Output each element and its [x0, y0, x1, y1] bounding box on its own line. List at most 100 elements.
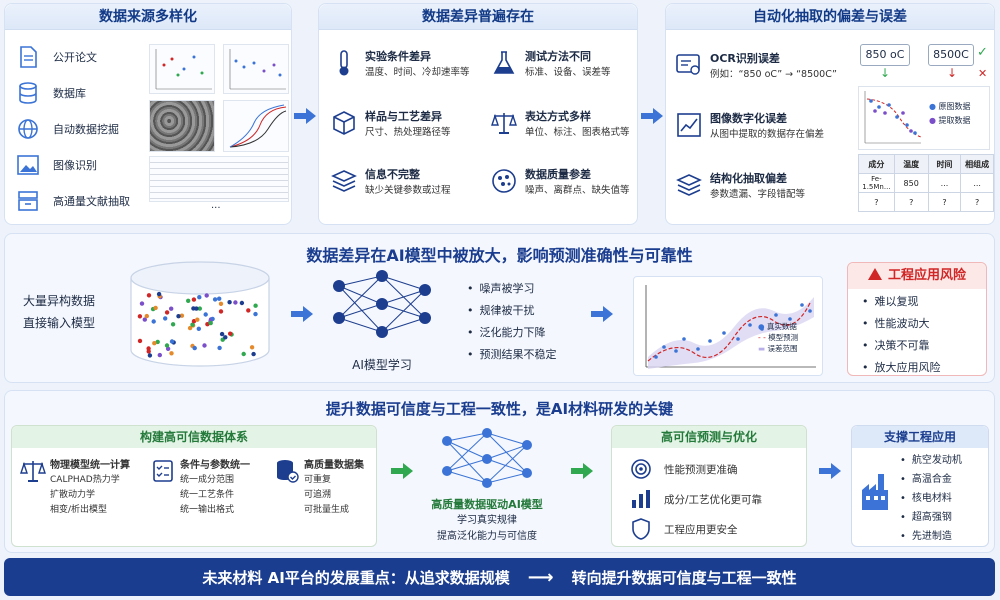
cross-icon: ✕ — [978, 67, 988, 80]
source-item: 自动数据挖掘 — [15, 116, 119, 142]
arrow-right-icon — [641, 108, 663, 124]
arrow-right-icon — [291, 306, 313, 322]
risk-item: 难以复现 — [862, 291, 986, 313]
item-title: 实验条件差异 — [365, 50, 431, 63]
data-dot — [203, 312, 208, 317]
data-dot — [155, 339, 160, 345]
item-title: 表达方式多样 — [525, 110, 591, 123]
data-source-panel: 数据来源多样化 公开论文 数据库 自动数据挖掘 图像识别 高通量文献抽取 ... — [4, 3, 292, 225]
data-dot — [176, 314, 181, 319]
data-dot — [218, 309, 224, 314]
data-dot — [197, 306, 202, 311]
item-desc: 例如：“850 oC” → “8500C” — [710, 69, 837, 80]
data-dot — [246, 308, 251, 313]
target-icon — [628, 456, 654, 482]
predict-item: 性能预测更准确 — [628, 456, 738, 482]
risk-item: 放大应用风险 — [862, 357, 986, 379]
item-title: 数据质量参差 — [525, 168, 591, 181]
more-ellipsis: ... — [211, 200, 221, 211]
data-difference-panel: 数据差异普遍存在 实验条件差异温度、时间、冷却速率等 测试方法不同标准、设备、误… — [318, 3, 638, 225]
data-dot — [217, 345, 222, 351]
difference-item: 信息不完整缺少关键参数或过程 — [331, 166, 451, 196]
data-dot — [157, 352, 162, 358]
risk-item: 性能波动大 — [862, 313, 986, 335]
legend-item: ● 原图数据 — [929, 102, 971, 111]
checklist-icon — [150, 458, 176, 484]
support-box: 支撑工程应用 航空发动机 高温合金 核电材料 超高强钢 先进制造 — [851, 425, 989, 547]
data-dot — [186, 298, 191, 303]
factory-icon — [862, 474, 888, 510]
source-label: 公开论文 — [53, 51, 97, 64]
data-dot — [137, 338, 143, 344]
arrow-right-icon — [294, 108, 316, 124]
extraction-item: 图像数字化误差从图中提取的数据存在偏差 — [676, 110, 824, 140]
data-dot — [194, 306, 199, 311]
data-cylinder — [130, 261, 270, 367]
support-item: 超高强钢 — [900, 508, 962, 527]
footer-banner: 未来材料 AI平台的发展重点：从追求数据规模 ⟶ 转向提升数据可信度与工程一致性 — [4, 558, 995, 596]
section-title: 提升数据可信度与工程一致性，是AI材料研发的关键 — [325, 400, 674, 418]
cube-icon — [331, 110, 357, 136]
data-dot — [219, 331, 225, 337]
data-dot — [144, 313, 149, 319]
data-dot — [253, 311, 258, 317]
source-item: 公开论文 — [15, 44, 97, 70]
data-dot — [217, 296, 222, 301]
flask-icon — [491, 50, 517, 76]
layers-icon — [331, 168, 357, 194]
source-label: 高通量文献抽取 — [53, 195, 130, 208]
item-desc: 从图中提取的数据存在偏差 — [710, 129, 825, 140]
data-dot — [164, 343, 170, 348]
item-title: 图像数字化误差 — [710, 112, 787, 125]
extraction-table: 成分温度时间相组成 Fe-1.5Mn...850...... ???? — [858, 154, 994, 212]
data-dot — [197, 295, 202, 300]
build-title: 构建高可信数据体系 — [12, 426, 376, 448]
data-dot — [218, 301, 224, 306]
ocr-correct-tag: 850 oC — [860, 44, 910, 66]
long-arrow-icon: ⟶ — [527, 566, 554, 588]
data-dot — [169, 351, 174, 356]
item-title: 结构化抽取偏差 — [710, 172, 787, 185]
legend-item: ● 真实数据 — [758, 322, 797, 331]
chart-thumbnail — [149, 44, 215, 94]
ocr-icon — [676, 52, 702, 78]
data-dot — [153, 305, 158, 311]
risk-title: 工程应用风险 — [848, 263, 986, 289]
build-col: 条件与参数统一统一成分范围统一工艺条件统一输出格式 — [150, 458, 250, 518]
ocr-wrong-tag: 8500C — [928, 44, 974, 66]
legend-item: - - 模型预测 — [758, 333, 799, 342]
extraction-item: OCR识别误差例如：“850 oC” → “8500C” — [676, 50, 837, 80]
database-check-icon — [274, 458, 300, 484]
item-title: 测试方法不同 — [525, 50, 591, 63]
data-dot — [249, 345, 255, 350]
table-thumbnail — [149, 156, 289, 202]
data-dot — [223, 335, 228, 340]
effect-item: 泛化能力下降 — [467, 322, 557, 344]
effect-item: 噪声被学习 — [467, 278, 557, 300]
item-desc: 单位、标注、图表格式等 — [525, 127, 630, 138]
chart-thumbnail — [223, 44, 289, 94]
predict-box: 高可信预测与优化 性能预测更准确 成分/工艺优化更可靠 工程应用更安全 — [611, 425, 807, 547]
database-icon — [15, 80, 41, 106]
data-dot — [146, 293, 152, 298]
difference-item: 数据质量参差噪声、离群点、缺失值等 — [491, 166, 630, 196]
data-dot — [147, 353, 153, 358]
neural-network-icon — [442, 428, 532, 488]
footer-left-text: 未来材料 AI平台的发展重点：从追求数据规模 — [202, 568, 510, 587]
data-dot — [187, 325, 193, 331]
source-label: 自动数据挖掘 — [53, 123, 119, 136]
dots-circle-icon — [491, 168, 517, 194]
data-dot — [253, 303, 258, 308]
scale-icon — [491, 110, 517, 136]
effects-list: 噪声被学习 规律被干扰 泛化能力下降 预测结果不稳定 — [467, 278, 557, 366]
support-item: 先进制造 — [900, 527, 962, 546]
data-dot — [151, 319, 156, 324]
scale-icon — [20, 458, 46, 484]
data-dot — [192, 345, 197, 351]
support-item: 高温合金 — [900, 470, 962, 489]
arrow-down-icon: ↓ — [947, 66, 958, 80]
check-icon: ✓ — [977, 45, 988, 60]
item-title: OCR识别误差 — [710, 52, 780, 65]
support-list: 航空发动机 高温合金 核电材料 超高强钢 先进制造 — [900, 451, 962, 546]
